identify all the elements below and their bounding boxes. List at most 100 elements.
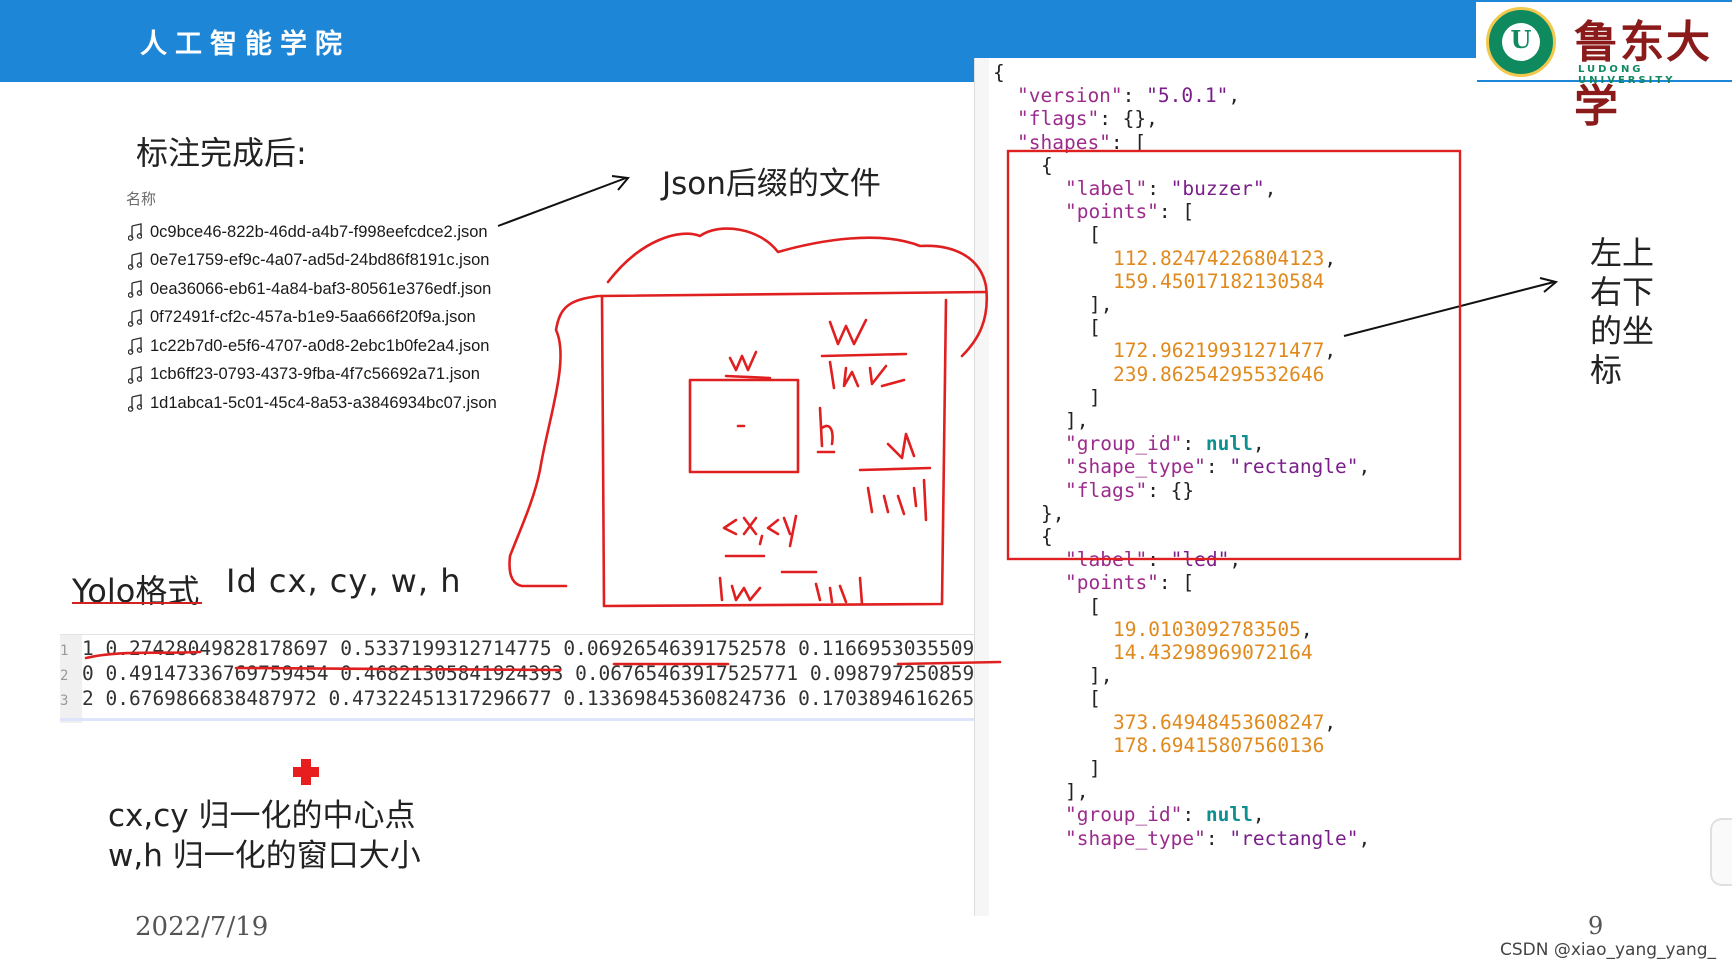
json-line: 373.64948453608247, bbox=[1113, 710, 1336, 735]
json-token: , bbox=[1324, 339, 1337, 363]
json-token: "rectangle" bbox=[1229, 826, 1359, 850]
json-token: , bbox=[1252, 432, 1265, 456]
ink-image-frame bbox=[598, 290, 988, 608]
ink-imw-fraction bbox=[828, 360, 906, 390]
seal-letter: U bbox=[1510, 25, 1532, 54]
university-logo: U 鲁东大学 LUDONG UNIVERSITY bbox=[1476, 2, 1732, 132]
json-token: "shapes" bbox=[1017, 130, 1111, 154]
highlight-first-shape bbox=[1006, 149, 1462, 561]
json-token: : bbox=[1147, 177, 1171, 200]
json-token: [ bbox=[1089, 223, 1101, 247]
json-token: 19.0103092783505 bbox=[1113, 617, 1301, 641]
music-file-icon bbox=[128, 251, 142, 270]
json-token: "shape_type" bbox=[1065, 455, 1206, 479]
json-line: "points": [ bbox=[1065, 199, 1194, 224]
yolo-text-editor[interactable]: 1 1 0.27428049828178697 0.533719931271477… bbox=[60, 634, 1126, 723]
ink-yolo-underline-3 bbox=[896, 660, 1002, 666]
json-token: : bbox=[1182, 803, 1206, 827]
ink-bbox-rect bbox=[688, 378, 800, 474]
ink-cxcy bbox=[722, 514, 818, 574]
file-name: 0c9bce46-822b-46dd-a4b7-f998eefcdce2.jso… bbox=[150, 222, 488, 241]
json-token: "group_id" bbox=[1065, 432, 1183, 456]
json-line: "label": "buzzer", bbox=[1065, 176, 1276, 201]
json-token: , bbox=[1252, 803, 1265, 827]
yolo-title-underline bbox=[72, 602, 202, 604]
arrow-coord-note-head bbox=[1539, 277, 1559, 293]
file-name: 0f72491f-cf2c-457a-b1e9-5aa666f20f9a.jso… bbox=[150, 308, 476, 327]
ink-w-top bbox=[724, 350, 772, 380]
ink-h-side bbox=[816, 406, 836, 454]
json-token: : [ bbox=[1158, 571, 1195, 595]
json-token: { bbox=[1041, 153, 1053, 177]
json-token: ] bbox=[1089, 757, 1101, 780]
json-token: 239.86254295532646 bbox=[1113, 362, 1325, 386]
line-number: 1 bbox=[60, 643, 69, 659]
file-list-item[interactable]: 0e7e1759-ef9c-4a07-ad5d-24bd86f8191c.jso… bbox=[128, 247, 497, 276]
json-line: "group_id": null, bbox=[1065, 431, 1265, 456]
file-name: 1cb6ff23-0793-4373-9fba-4f7c56692a71.jso… bbox=[150, 365, 480, 384]
json-token: 14.43298969072164 bbox=[1113, 641, 1313, 664]
json-line: [ bbox=[1089, 222, 1101, 247]
json-token: , bbox=[1358, 455, 1371, 479]
json-token: ], bbox=[1089, 293, 1113, 316]
json-token: "shape_type" bbox=[1065, 826, 1206, 850]
json-line: 14.43298969072164 bbox=[1113, 640, 1313, 665]
json-line: "points": [ bbox=[1065, 570, 1194, 595]
json-token: , bbox=[1358, 826, 1371, 850]
red-cross-icon bbox=[293, 759, 319, 785]
yolo-line-text: 1 0.27428049828178697 0.5337199312714775… bbox=[82, 637, 1022, 660]
file-list-item[interactable]: 1d1abca1-5c01-45c4-8a53-a3846934bc07.jso… bbox=[128, 389, 497, 418]
json-line: [ bbox=[1089, 594, 1101, 619]
json-line: "shape_type": "rectangle", bbox=[1065, 454, 1370, 479]
json-line: 159.45017182130584 bbox=[1113, 269, 1324, 294]
json-token: "rectangle" bbox=[1229, 455, 1359, 479]
json-token: [ bbox=[1089, 687, 1101, 711]
file-column-header[interactable]: 名称 bbox=[126, 190, 157, 208]
top-left-bottom-right-note: 左上右下的坐标 bbox=[1590, 234, 1655, 389]
ink-left-bracket bbox=[508, 294, 600, 588]
json-token: "flags" bbox=[1017, 107, 1100, 131]
json-line: }, bbox=[1041, 501, 1064, 526]
side-scroll-handle[interactable] bbox=[1710, 818, 1732, 886]
json-token: "points" bbox=[1065, 200, 1159, 224]
note-window-size: w,h 归一化的窗口大小 bbox=[108, 838, 421, 874]
ink-yolo-underline-1 bbox=[234, 666, 562, 672]
json-line: 19.0103092783505, bbox=[1113, 617, 1313, 642]
ink-bottom-imh bbox=[814, 576, 864, 606]
file-name: 0ea36066-eb61-4a84-baf3-80561e376edf.jso… bbox=[150, 279, 492, 298]
slide-page-number: 9 bbox=[1588, 912, 1604, 940]
json-line: [ bbox=[1089, 315, 1101, 340]
json-token: , bbox=[1324, 710, 1337, 734]
editor-current-line bbox=[60, 718, 1126, 721]
json-line: ], bbox=[1065, 408, 1088, 433]
file-list-item[interactable]: 1c22b7d0-e5f6-4707-a0d8-2ebc1b0fe2a4.jso… bbox=[128, 332, 497, 361]
json-token: : {} bbox=[1147, 478, 1195, 502]
json-token: ], bbox=[1089, 664, 1113, 688]
yolo-line-text: 2 0.6769866838487972 0.47322451317296677… bbox=[82, 687, 1022, 710]
json-line: "shapes": [ bbox=[1017, 130, 1146, 155]
json-token: : [ bbox=[1110, 130, 1147, 154]
file-name: 0e7e1759-ef9c-4a07-ad5d-24bd86f8191c.jso… bbox=[150, 251, 490, 270]
file-list-item[interactable]: 1cb6ff23-0793-4373-9fba-4f7c56692a71.jso… bbox=[128, 361, 497, 390]
university-seal-icon: U bbox=[1486, 7, 1556, 77]
json-token: : bbox=[1182, 432, 1206, 456]
json-line: "version": "5.0.1", bbox=[1017, 83, 1240, 108]
json-line: { bbox=[1041, 153, 1053, 178]
json-token: null bbox=[1205, 432, 1253, 456]
json-line: 172.96219931271477, bbox=[1113, 338, 1336, 363]
json-token: [ bbox=[1089, 316, 1101, 340]
json-token: , bbox=[1324, 246, 1337, 270]
university-name-en: LUDONG UNIVERSITY bbox=[1578, 64, 1676, 86]
json-token: , bbox=[1228, 84, 1241, 108]
json-token: : bbox=[1205, 455, 1230, 479]
yolo-fields-label: Id cx, cy, w, h bbox=[226, 562, 462, 600]
file-list-item[interactable]: 0ea36066-eb61-4a84-baf3-80561e376edf.jso… bbox=[128, 275, 497, 304]
yolo-line[interactable]: 1 1 0.27428049828178697 0.533719931271477… bbox=[60, 637, 1126, 661]
file-list-item[interactable]: 0f72491f-cf2c-457a-b1e9-5aa666f20f9a.jso… bbox=[128, 304, 497, 333]
file-list-item[interactable]: 0c9bce46-822b-46dd-a4b7-f998eefcdce2.jso… bbox=[128, 218, 497, 247]
json-line: [ bbox=[1089, 686, 1101, 711]
music-file-icon bbox=[128, 280, 142, 299]
arrow-coord-note bbox=[1343, 281, 1555, 337]
json-token: { bbox=[993, 61, 1005, 84]
